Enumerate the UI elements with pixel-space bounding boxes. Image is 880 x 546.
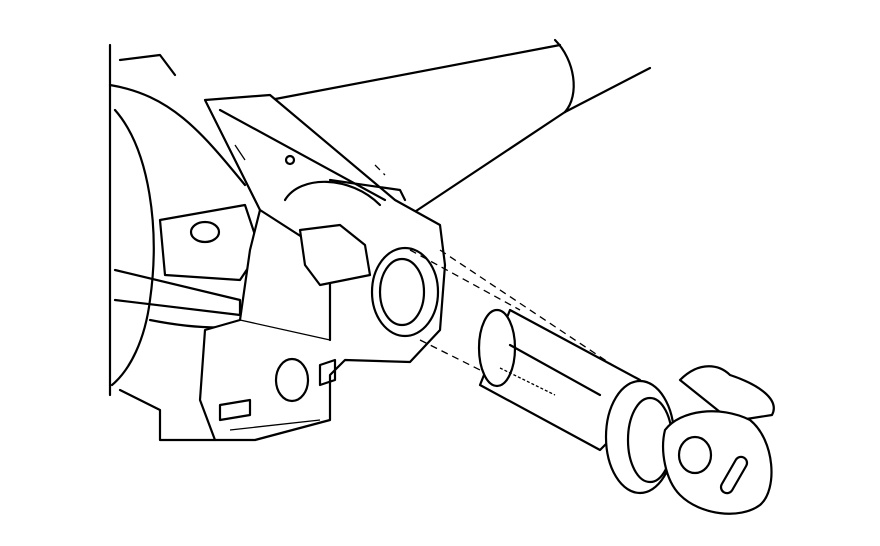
steering-column-tube <box>268 38 652 217</box>
lock-cylinder <box>477 308 775 515</box>
key-bow-top <box>678 365 775 422</box>
lock-housing <box>198 93 447 442</box>
cylinder-bore <box>370 246 440 338</box>
mounting-hole <box>274 357 310 403</box>
lock-pin-block <box>298 223 372 287</box>
bolt-hole <box>189 220 221 244</box>
